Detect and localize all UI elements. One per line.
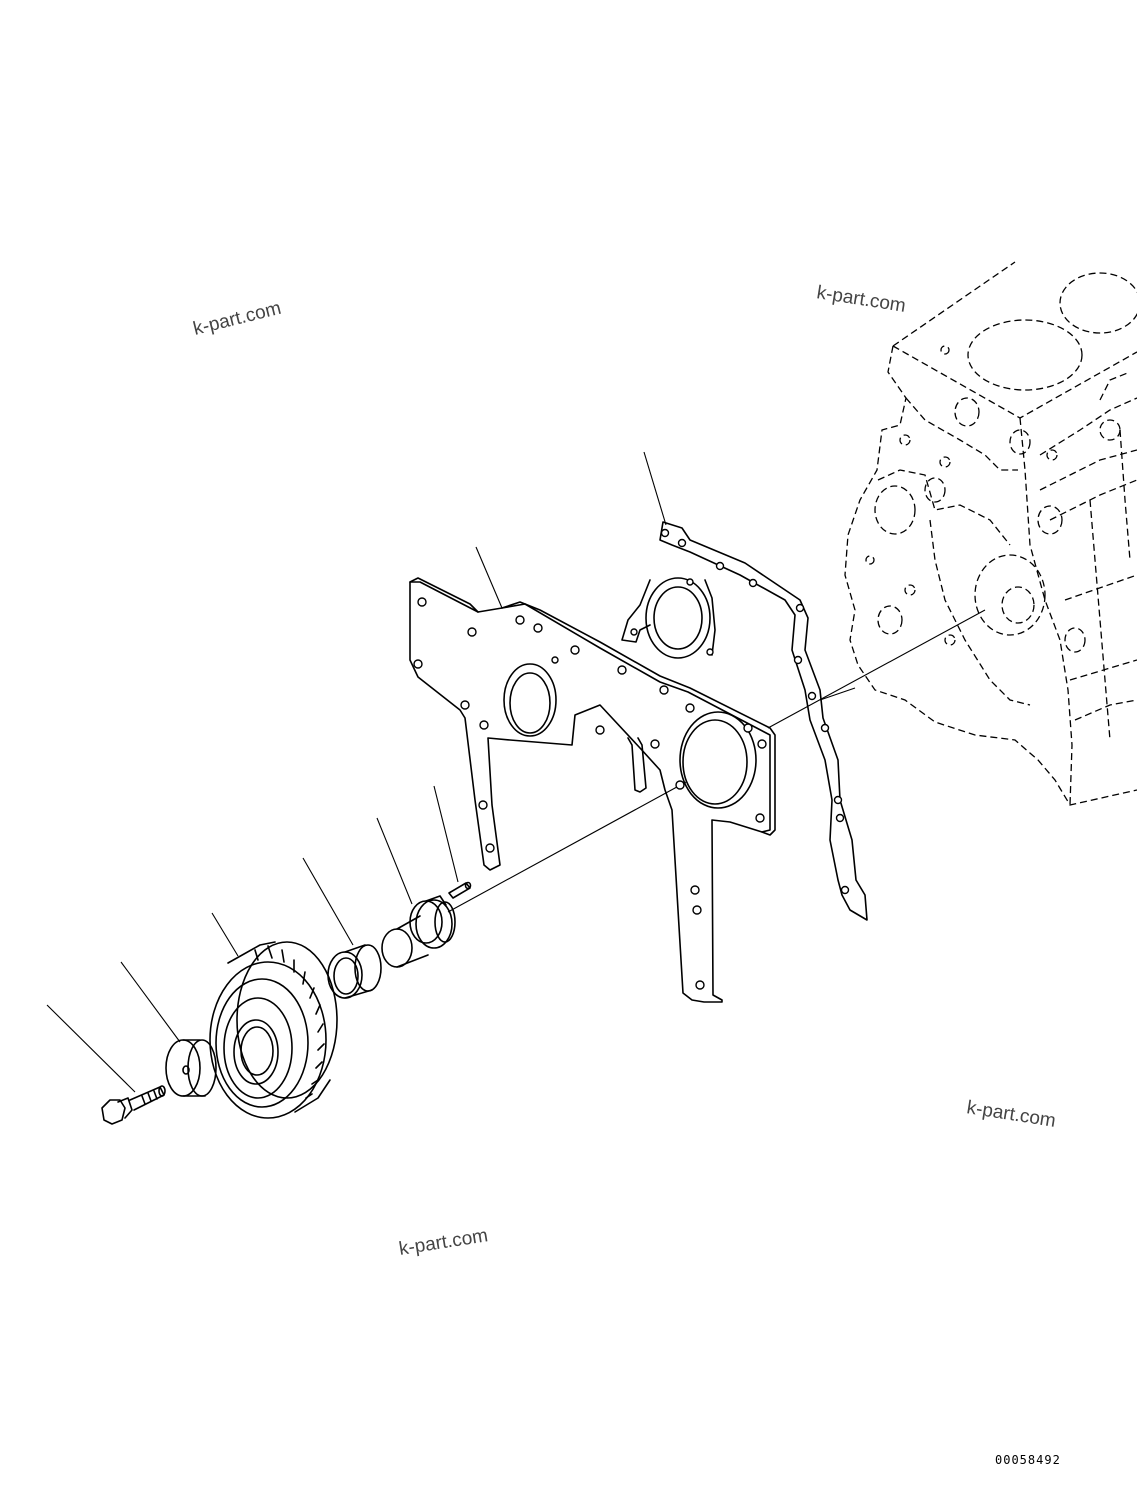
leader-gasket [643,451,667,526]
leader-pin [433,785,459,883]
idler-gear [209,941,338,1119]
leader-washer [120,961,181,1043]
leader-bolt [46,1004,136,1093]
bolt [101,1085,166,1125]
shaft [381,895,456,968]
assembly-axis-line-2 [767,609,986,729]
leader-plate [475,546,503,609]
watermark-3: k-part.com [965,1097,1057,1132]
watermark-1: k-part.com [191,298,283,340]
washer [165,1039,217,1097]
cylinder-block [844,261,1137,806]
assembly-axis-line-1 [447,781,687,913]
gasket [621,521,868,921]
leader-bushing [302,857,354,946]
leader-shaft [376,817,413,905]
pin [448,881,472,899]
callout-leaders [46,451,667,1093]
assembly-axis-line-3 [819,687,856,701]
bushing [327,944,382,999]
watermark-2: k-part.com [815,282,907,317]
drawing-number: 00058492 [995,1453,1061,1467]
watermark-4: k-part.com [397,1225,489,1260]
front-plate [409,577,776,1003]
leader-gear [211,912,239,957]
